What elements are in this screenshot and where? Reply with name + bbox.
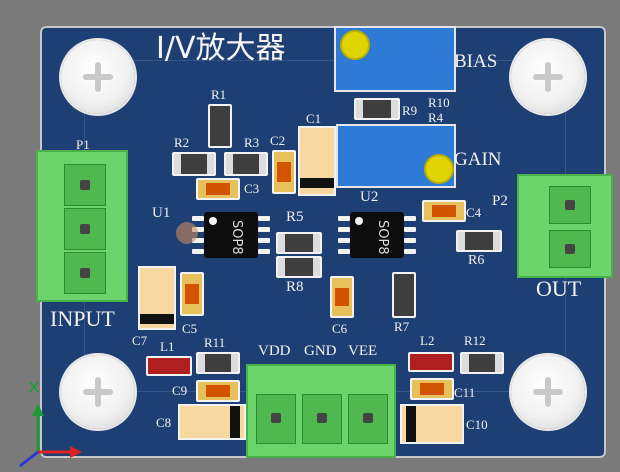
resistor-r12 bbox=[460, 352, 504, 374]
capacitor-c2 bbox=[272, 150, 296, 194]
c11-label: C11 bbox=[454, 385, 476, 400]
trim-knob-icon bbox=[340, 30, 370, 60]
resistor-r6 bbox=[456, 230, 502, 252]
potentiometer-r4[interactable] bbox=[336, 124, 456, 188]
capacitor-c3 bbox=[196, 178, 240, 200]
resistor-r2 bbox=[172, 152, 216, 176]
terminal-p2[interactable] bbox=[517, 174, 613, 278]
capacitor-c8 bbox=[178, 404, 246, 440]
inductor-l2 bbox=[408, 352, 454, 372]
terminal-p1[interactable] bbox=[36, 150, 128, 302]
capacitor-c10 bbox=[400, 404, 464, 444]
r2-label: R2 bbox=[174, 135, 190, 150]
resistor-r11 bbox=[196, 352, 240, 374]
via-pad bbox=[176, 222, 198, 244]
screw-cross-icon bbox=[83, 377, 113, 407]
u1-label: U1 bbox=[152, 205, 171, 221]
mounting-screw-top-right bbox=[511, 40, 585, 114]
capacitor-c6 bbox=[330, 276, 354, 318]
mounting-screw-bottom-right bbox=[511, 355, 585, 429]
screw-cross-icon bbox=[533, 377, 563, 407]
c7-label: C7 bbox=[132, 333, 148, 348]
ic-u2: SOP8 bbox=[338, 212, 416, 258]
r11-label: R11 bbox=[204, 335, 226, 350]
c6-label: C6 bbox=[332, 321, 348, 336]
c1-label: C1 bbox=[306, 111, 322, 126]
capacitor-c9 bbox=[196, 380, 240, 402]
vdd-label: VDD bbox=[258, 343, 291, 359]
bias-label: BIAS bbox=[454, 51, 498, 72]
p1-label: P1 bbox=[76, 137, 90, 152]
input-label: INPUT bbox=[50, 306, 115, 331]
capacitor-c5 bbox=[180, 272, 204, 316]
c5-label: C5 bbox=[182, 321, 198, 336]
l1-label: L1 bbox=[160, 339, 175, 354]
r8-label: R8 bbox=[286, 279, 304, 295]
terminal-power[interactable] bbox=[246, 364, 396, 458]
r1-label: R1 bbox=[211, 87, 227, 102]
capacitor-c11 bbox=[410, 378, 454, 400]
r10-label: R10 bbox=[428, 95, 450, 110]
board-title: I/V放大器 bbox=[156, 31, 286, 66]
r12-label: R12 bbox=[464, 333, 486, 348]
gnd-label: GND bbox=[304, 343, 337, 359]
ic-u1: SOP8 bbox=[192, 212, 270, 258]
resistor-r5 bbox=[276, 232, 322, 254]
resistor-r7 bbox=[392, 272, 416, 318]
screw-cross-icon bbox=[533, 62, 563, 92]
resistor-r9 bbox=[354, 98, 400, 120]
c8-label: C8 bbox=[156, 415, 172, 430]
r4-label: R4 bbox=[428, 110, 444, 125]
inductor-l1 bbox=[146, 356, 192, 376]
r3-label: R3 bbox=[244, 135, 260, 150]
trim-knob-icon bbox=[424, 154, 454, 184]
r6-label: R6 bbox=[468, 253, 485, 268]
p2-label: P2 bbox=[492, 193, 508, 209]
c4-label: C4 bbox=[466, 205, 482, 220]
c10-label: C10 bbox=[466, 417, 488, 432]
u2-label: U2 bbox=[360, 189, 379, 205]
mounting-screw-top-left bbox=[61, 40, 135, 114]
c9-label: C9 bbox=[172, 383, 188, 398]
resistor-r3 bbox=[224, 152, 268, 176]
c2-label: C2 bbox=[270, 133, 286, 148]
resistor-r1 bbox=[208, 104, 232, 148]
l2-label: L2 bbox=[420, 333, 435, 348]
c3-label: C3 bbox=[244, 181, 260, 196]
gain-label: GAIN bbox=[454, 149, 502, 170]
capacitor-c4 bbox=[422, 200, 466, 222]
axis-gizmo-icon bbox=[19, 381, 82, 468]
r9-label: R9 bbox=[402, 103, 418, 118]
r7-label: R7 bbox=[394, 319, 410, 334]
potentiometer-r10[interactable] bbox=[334, 26, 456, 92]
vee-label: VEE bbox=[348, 343, 378, 359]
r5-label: R5 bbox=[286, 209, 304, 225]
capacitor-c7 bbox=[138, 266, 176, 330]
capacitor-c1 bbox=[298, 126, 336, 196]
mounting-screw-bottom-left bbox=[61, 355, 135, 429]
resistor-r8 bbox=[276, 256, 322, 278]
out-label: OUT bbox=[536, 276, 582, 301]
screw-cross-icon bbox=[83, 62, 113, 92]
